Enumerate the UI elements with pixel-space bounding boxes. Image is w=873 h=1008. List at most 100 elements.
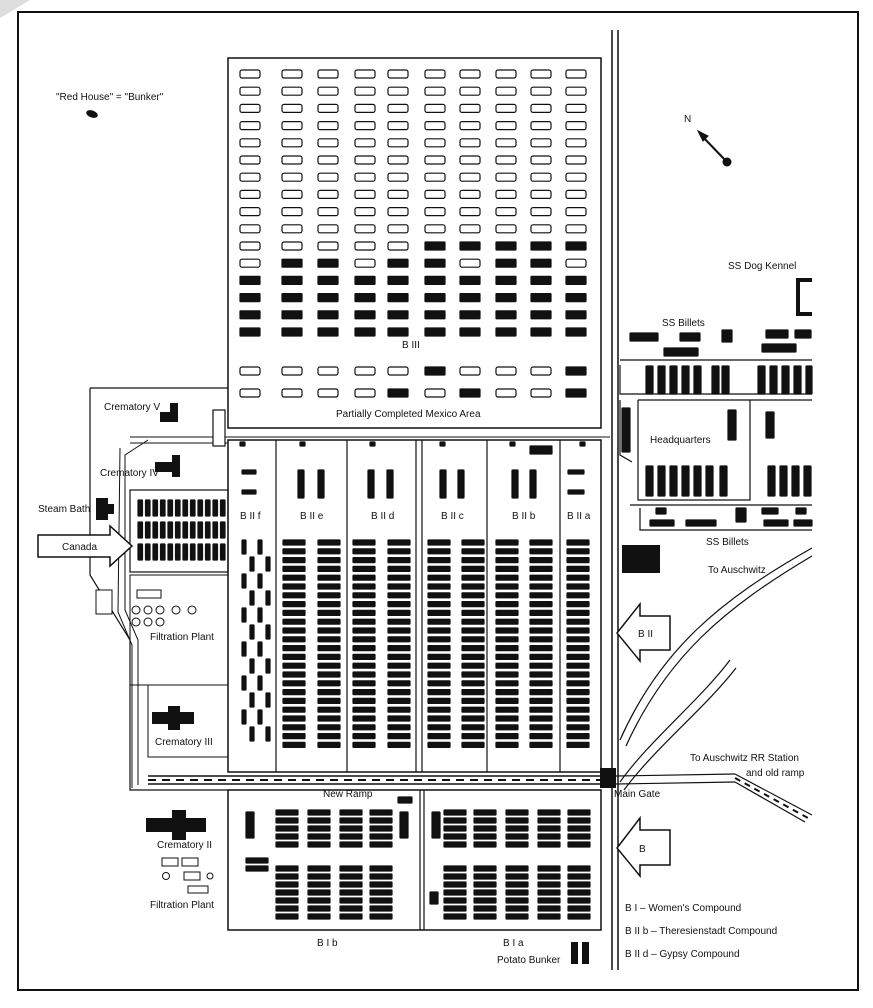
b-ii-hut — [566, 724, 590, 731]
b-ii-hut — [495, 724, 519, 731]
b-iii-hut — [281, 310, 303, 320]
b-ii-hut — [387, 706, 411, 713]
b-iii-hut — [424, 86, 446, 96]
b-iii-hut — [317, 224, 339, 234]
legend-line-2: B II b – Theresienstadt Compound — [625, 926, 777, 937]
b-ii-hut — [352, 644, 376, 652]
b-iii-hut — [387, 103, 409, 114]
b-iii-hut — [424, 293, 446, 303]
b-i-a-hut — [505, 897, 529, 904]
b-ii-hut — [461, 653, 485, 661]
b-ii-hut — [317, 741, 341, 749]
b-ii-hut — [352, 556, 376, 564]
b-ii-block — [567, 469, 585, 475]
b-iii-hut — [495, 155, 517, 165]
b-ii-hut — [529, 600, 553, 608]
b-i-a-hut — [567, 817, 591, 824]
b-ii-block — [241, 469, 257, 475]
b-ii-hut — [387, 724, 411, 731]
b-ii-hut — [427, 671, 451, 678]
b-ii-hut — [427, 697, 451, 705]
b-iii-hut — [281, 120, 303, 131]
b-ii-hut — [387, 715, 411, 722]
b-ii-hut — [352, 609, 376, 617]
canada-arrow-label: Canada — [62, 542, 97, 553]
b-iii-hut — [530, 310, 552, 320]
b-ii-f-hut — [249, 726, 255, 742]
b-ii-hut — [566, 653, 590, 661]
b-ii-hut — [529, 539, 553, 546]
b-iii-hut — [565, 275, 587, 285]
b-ii-hut — [387, 618, 411, 625]
ss-building — [763, 519, 789, 527]
b-i-b-hut — [369, 905, 393, 912]
b-ii-block — [317, 469, 325, 499]
b-ii-hut — [282, 680, 306, 687]
b-iii-hut — [459, 138, 481, 148]
b-ii-hut — [427, 556, 451, 564]
filtration-plant-bottom-items — [161, 857, 214, 894]
b-i-b-hut — [275, 865, 299, 872]
b-iii-hut — [239, 310, 261, 320]
rr-station-label-1: To Auschwitz RR Station — [690, 753, 799, 764]
north-arrow — [696, 129, 732, 167]
b-iii-hut — [495, 103, 517, 114]
b-i-a-hut — [473, 889, 497, 896]
b-i-a-hut — [473, 881, 497, 888]
b-ii-hut — [317, 715, 341, 722]
b-ii-hut — [387, 688, 411, 696]
b-ii-hut — [461, 618, 485, 625]
b-i-b-hut — [339, 897, 363, 904]
canada-hut — [197, 499, 204, 517]
b-iii-hut — [239, 241, 261, 251]
b-iii-hut — [565, 138, 587, 148]
canada-hut — [189, 543, 196, 561]
b-ii-hut — [387, 644, 411, 652]
b-ii-hut — [317, 636, 341, 643]
b-ii-arrow-label: B II — [638, 629, 653, 640]
b-iii-hut — [317, 310, 339, 320]
b-ii-hut — [352, 627, 376, 634]
rr-station-railway — [615, 773, 813, 823]
b-iii-label: B III — [402, 340, 420, 351]
b-ii-hut — [317, 662, 341, 669]
b-iii-hut — [565, 172, 587, 182]
b-iii-hut — [281, 69, 303, 79]
b-i-a-hut — [505, 865, 529, 872]
b-ii-f-hut — [257, 607, 263, 623]
b-ii-hut — [461, 741, 485, 749]
b-ii-hut — [352, 565, 376, 573]
b-ii-f-hut — [265, 556, 271, 572]
b-iii-hut — [424, 138, 446, 148]
ss-building — [645, 465, 654, 497]
b-iii-hut — [387, 327, 409, 337]
b-ii-hut — [461, 609, 485, 617]
b-iii-hut — [281, 224, 303, 234]
b-ii-hut — [282, 636, 306, 643]
b-ii-hut — [566, 583, 590, 590]
b-iii-hut — [354, 224, 376, 234]
b-iii-hut — [317, 103, 339, 114]
b-iii-hut — [354, 86, 376, 96]
b-ii-hut — [352, 724, 376, 731]
b-ii-d-label: B II d — [371, 511, 394, 522]
b-ii-f-hut — [241, 675, 247, 691]
b-iii-hut — [459, 241, 481, 251]
b-ii-hut — [427, 724, 451, 731]
b-ii-hut — [427, 574, 451, 581]
b-ii-hut — [387, 680, 411, 687]
b-ii-hut — [566, 662, 590, 669]
ss-building — [681, 465, 690, 497]
canada-hut — [137, 543, 144, 561]
b-iii-hut — [387, 69, 409, 79]
ss-huts — [621, 329, 813, 527]
west-road — [124, 439, 149, 785]
ss-building — [761, 343, 797, 353]
ss-building — [629, 332, 659, 342]
b-ii-hut — [387, 671, 411, 678]
b-ii-hut — [566, 600, 590, 608]
b-ii-hut — [427, 592, 451, 599]
b-iii-hut — [424, 69, 446, 79]
road-to-auschwitz — [619, 547, 813, 791]
b-iii-area — [227, 57, 602, 429]
